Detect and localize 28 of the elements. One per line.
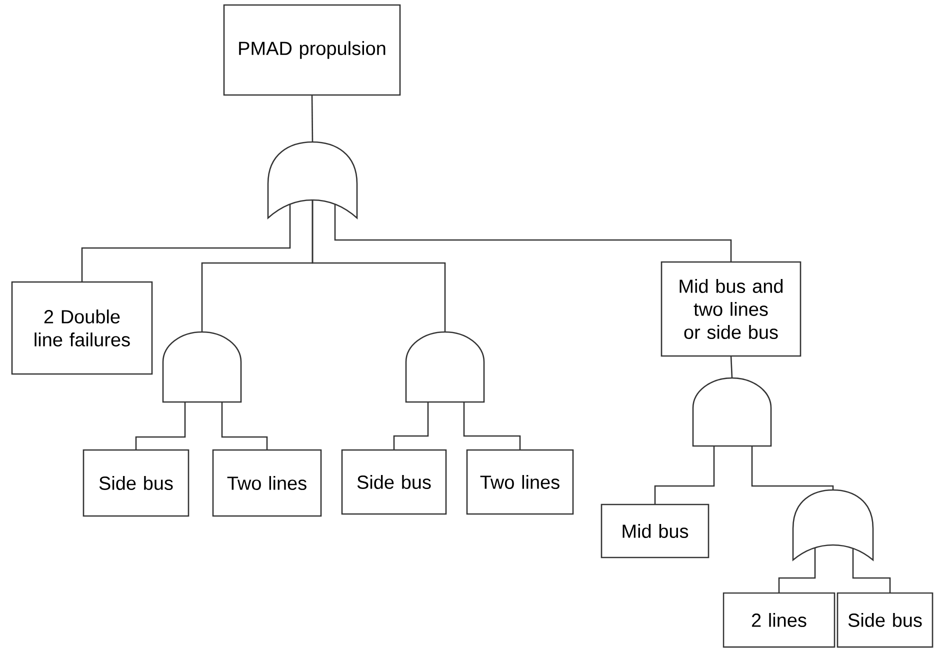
connector-line xyxy=(463,402,521,450)
event-box: Mid bus and two lines or side bus xyxy=(660,261,802,357)
connector-line xyxy=(393,402,429,450)
event-box: Mid bus xyxy=(600,504,710,558)
connector-line xyxy=(221,402,268,450)
event-box: Two lines xyxy=(466,449,574,515)
connector-line xyxy=(81,204,291,282)
connector-line xyxy=(334,204,732,262)
connector-line xyxy=(852,548,891,593)
event-box: Side bus xyxy=(82,449,190,517)
event-box: PMAD propulsion xyxy=(223,4,401,96)
event-box: Two lines xyxy=(212,449,322,517)
or-gate xyxy=(792,489,874,561)
connector-line xyxy=(312,200,446,332)
event-box: Side bus xyxy=(836,592,934,648)
event-box: 2 Double line failures xyxy=(11,281,153,375)
event-box: 2 lines xyxy=(722,592,836,648)
connector-line xyxy=(778,548,816,593)
connector-line xyxy=(654,446,715,504)
or-gate xyxy=(267,141,358,219)
connector-line xyxy=(311,95,314,142)
event-box: Side bus xyxy=(341,449,447,515)
and-gate xyxy=(692,377,772,447)
connector-line xyxy=(751,446,834,490)
and-gate xyxy=(405,331,485,403)
and-gate xyxy=(162,331,242,403)
connector-line xyxy=(730,356,733,378)
connector-line xyxy=(135,402,186,450)
